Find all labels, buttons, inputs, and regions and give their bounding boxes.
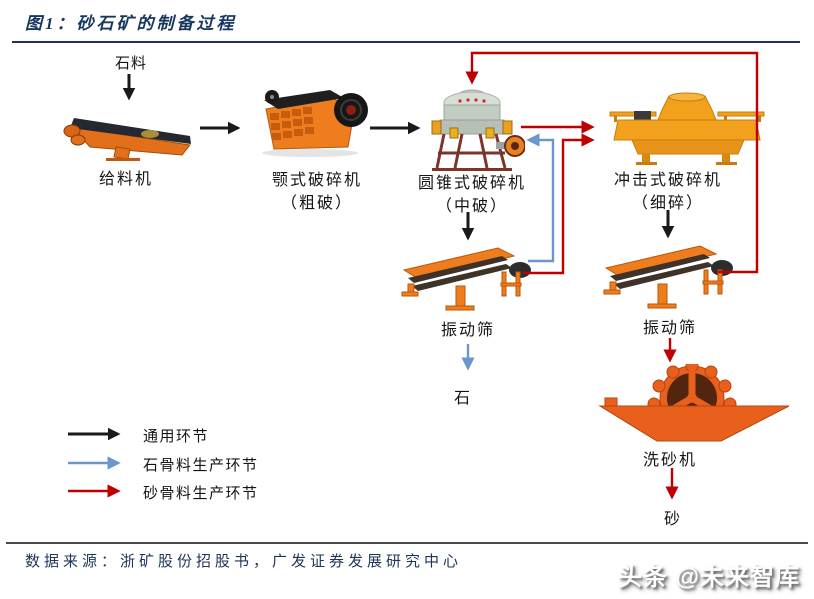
label-screen-right: 振动筛 — [642, 320, 698, 337]
legend-label-stone-aggregate: 石骨料生产环节 — [143, 458, 259, 474]
label-stone-input: 石料 — [114, 56, 148, 72]
sand-washer-image — [598, 364, 790, 442]
figure-title: 图1：砂石矿的制备过程 — [25, 14, 237, 33]
legend-label-sand-aggregate: 砂骨料生产环节 — [143, 486, 259, 502]
data-source: 数据来源：浙矿股份招股书，广发证券发展研究中心 — [25, 554, 463, 570]
watermark: 头条 @未来智库 — [617, 564, 800, 591]
label-cone-crusher-sub: （中破） — [435, 198, 509, 215]
jaw-crusher-image — [262, 90, 368, 157]
legend-label-common: 通用环节 — [143, 429, 210, 445]
impact-crusher-image — [609, 92, 765, 165]
cone-crusher-image — [431, 89, 525, 171]
label-screen-left: 振动筛 — [440, 322, 496, 339]
arrow-screen-left-to-impact — [523, 133, 595, 275]
label-sand-output: 砂 — [663, 511, 683, 528]
label-sand-washer: 洗砂机 — [642, 452, 698, 469]
label-stone-output: 石 — [453, 390, 473, 407]
feeder-image — [63, 118, 191, 161]
vibrating-screen-right-image — [603, 245, 733, 309]
label-impact-crusher: 冲击式破碎机 — [613, 172, 723, 189]
label-impact-crusher-sub: （细碎） — [631, 195, 705, 212]
vibrating-screen-left-image — [401, 247, 531, 311]
label-cone-crusher: 圆锥式破碎机 — [417, 175, 527, 192]
label-jaw-crusher-sub: （粗破） — [280, 195, 354, 212]
footer-divider — [6, 542, 808, 544]
label-feeder: 给料机 — [98, 171, 154, 188]
title-divider — [12, 41, 800, 43]
label-jaw-crusher: 颚式破碎机 — [271, 172, 363, 189]
